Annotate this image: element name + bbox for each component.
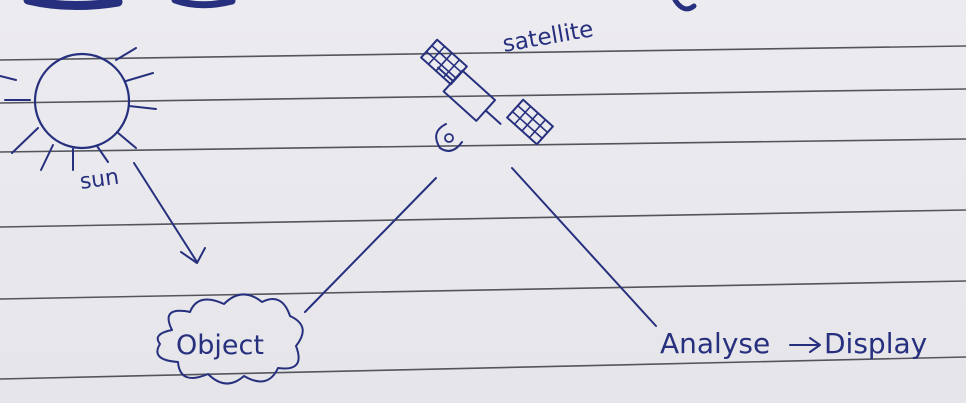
- satellite-to-object-line: [304, 177, 437, 313]
- ruled-lines: [0, 45, 966, 380]
- analyse-to-display-arrow: [789, 337, 821, 353]
- satellite-icon: [420, 38, 554, 152]
- sun-icon: [0, 47, 157, 171]
- object-label: Object: [176, 330, 264, 361]
- sun-label: sun: [78, 164, 121, 195]
- satellite-to-analyse-line: [511, 167, 657, 327]
- sun-to-object-arrow: [133, 162, 206, 264]
- display-label: Display: [824, 327, 928, 360]
- heading-scribble: [23, 0, 697, 12]
- analyse-label: Analyse: [660, 327, 771, 360]
- cloud-shape: [156, 293, 304, 385]
